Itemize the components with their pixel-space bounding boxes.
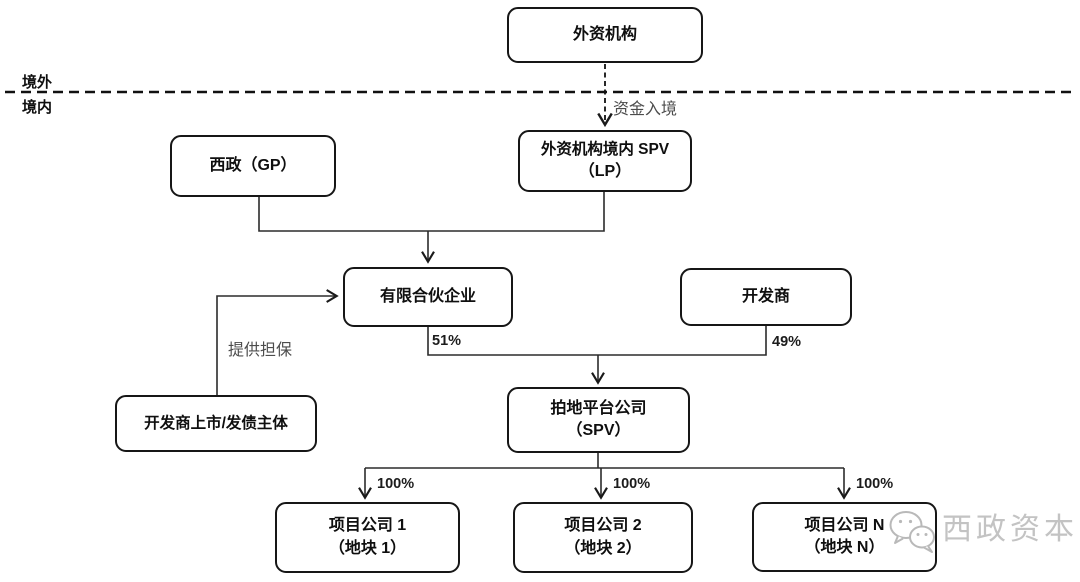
developer-share-label: 49% <box>772 334 802 350</box>
node-label-line2: （地块 2） <box>564 539 642 557</box>
project1-share-label: 100% <box>377 476 415 492</box>
node-label-line1: 外资机构境内 SPV <box>540 141 670 159</box>
offshore-label: 境外 <box>22 74 53 91</box>
node-label-line1: 项目公司 1 <box>328 517 407 535</box>
lp-share-label: 51% <box>432 333 462 349</box>
node-label-line2: （LP） <box>578 162 632 180</box>
node-project-company-2: 项目公司 2 （地块 2） <box>513 502 693 573</box>
watermark: 西政资本 <box>886 503 1078 557</box>
node-label: 外资机构 <box>572 25 637 43</box>
node-label-line2: （SPV） <box>566 422 631 439</box>
watermark-text: 西政资本 <box>942 513 1078 546</box>
node-land-platform-spv: 拍地平台公司 （SPV） <box>507 387 690 453</box>
node-label-line1: 项目公司 2 <box>564 517 642 535</box>
projectn-share-label: 100% <box>856 476 894 492</box>
node-foreign-spv-lp: 外资机构境内 SPV （LP） <box>518 130 692 192</box>
wechat-icon <box>889 511 935 553</box>
node-label-line1: 拍地平台公司 <box>550 399 647 417</box>
capital-inflow-label: 资金入境 <box>613 101 678 118</box>
node-developer-listing-entity: 开发商上市/发债主体 <box>115 395 317 452</box>
project2-share-label: 100% <box>613 476 651 492</box>
node-limited-partnership: 有限合伙企业 <box>343 267 513 327</box>
node-label-line1: 项目公司 N <box>804 516 885 534</box>
node-label-line2: （地块 N） <box>804 539 885 556</box>
guarantee-arrow <box>216 289 339 395</box>
node-developer: 开发商 <box>680 268 852 326</box>
node-label: 开发商 <box>741 287 790 305</box>
node-xizheng-gp: 西政（GP） <box>170 135 336 197</box>
node-label: 西政（GP） <box>209 156 297 174</box>
gp-lp-merge-line <box>258 192 605 232</box>
node-label: 开发商上市/发债主体 <box>144 414 288 432</box>
share-merge-line <box>427 326 767 356</box>
node-project-company-1: 项目公司 1 （地块 1） <box>275 502 460 573</box>
onshore-label: 境内 <box>22 99 53 116</box>
node-label-line2: （地块 1） <box>328 539 407 557</box>
node-label: 有限合伙企业 <box>379 287 476 305</box>
node-foreign-org: 外资机构 <box>507 7 703 63</box>
provide-guarantee-label: 提供担保 <box>228 342 293 359</box>
